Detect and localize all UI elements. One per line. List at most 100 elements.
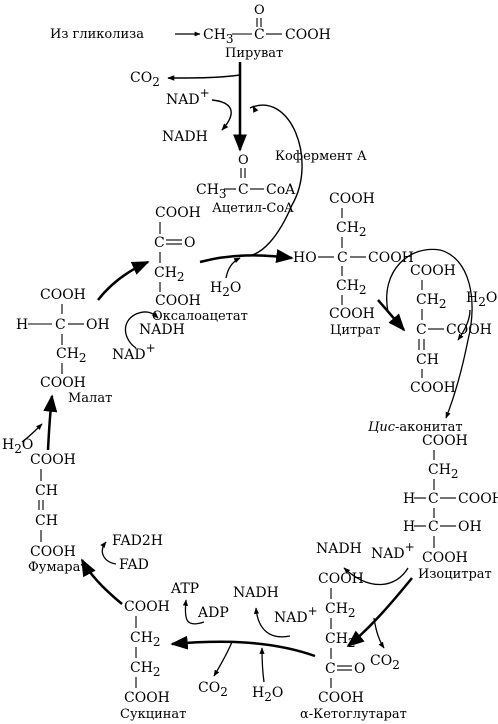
fumarate-to-malate-arrow — [43, 394, 58, 451]
isocit-cooh-top: COOH — [422, 433, 468, 449]
oaa-cooh-top: COOH — [155, 205, 201, 221]
malate-h: H — [16, 317, 28, 333]
pdh-nadh: NADH — [162, 129, 208, 145]
idh-co2: CO2 — [370, 653, 400, 672]
glycolysis-label: Из гликолиза — [50, 27, 144, 42]
fumarate-structure: H2O COOH CH CH COOH Фумарат — [2, 423, 88, 575]
akg-cooh-bottom: COOH — [318, 690, 364, 706]
malate-cooh-bottom: COOH — [40, 375, 86, 391]
cisacon-ch2: CH2 — [416, 292, 447, 311]
akg-to-succinate-arrow — [170, 635, 316, 658]
succinate-to-fumarate-arrow — [80, 558, 123, 605]
acetyl-carbon: C — [238, 182, 249, 198]
pyruvate-carbon: C — [254, 27, 265, 43]
fumarase-water-arrow — [21, 423, 43, 443]
akg-oxygen: O — [354, 661, 365, 677]
isocitrate-name: Изоцитрат — [418, 567, 492, 582]
akgdh-nadh: NADH — [233, 585, 279, 601]
isocit-h1: H — [403, 491, 415, 507]
mdh-nad-arrow — [124, 311, 159, 349]
fum-cooh-top: COOH — [30, 452, 76, 468]
cisacon-ch: CH — [416, 352, 439, 368]
pdh-nad: NAD+ — [166, 86, 210, 108]
pyruvate-cooh: COOH — [285, 27, 331, 43]
cisacon-carbon: C — [416, 322, 427, 338]
isocit-ch2: CH2 — [428, 462, 459, 481]
malate-oh: OH — [86, 317, 110, 333]
isocit-cooh-bottom: COOH — [422, 550, 468, 566]
idh-co2-arrow — [373, 617, 385, 649]
cs-water: H2O — [210, 280, 241, 299]
pyruvate-ch3: CH3 — [203, 27, 234, 46]
fumarase-water: H2O — [2, 437, 33, 456]
cisacon-cooh-bottom: COOH — [410, 380, 456, 396]
succ-ch2b: CH2 — [130, 660, 161, 679]
malate-cooh-top: COOH — [40, 287, 86, 303]
akgdh-nad: NAD+ — [274, 604, 318, 626]
alpha-ketoglutarate-name: α-Кетоглутарат — [300, 707, 407, 722]
mdh-step: NADH NAD+ — [97, 260, 185, 363]
isocit-c2: C — [428, 519, 439, 535]
oaa-carbon: C — [154, 235, 165, 251]
water-in-arrow — [457, 309, 471, 341]
citrate-ho: HO — [293, 250, 317, 266]
idh-nadh: NADH — [316, 541, 362, 557]
sdh-fad2h: FAD2H — [112, 533, 163, 549]
acetyl-coa-group: CoA — [266, 182, 296, 198]
akgdh-water: H2O — [252, 685, 283, 704]
akgdh-nad-arrow — [253, 607, 291, 638]
pyruvate-name: Пируват — [225, 46, 283, 61]
citrate-carbon: C — [337, 250, 348, 266]
fum-cooh-bottom: COOH — [30, 544, 76, 560]
pyruvate-oxygen: O — [254, 3, 265, 18]
coenzyme-a-loop — [247, 104, 303, 257]
acetyl-coa-structure: O CH3 C CoA Ацетил-CoA — [196, 153, 296, 216]
succ-cooh-top: COOH — [124, 599, 170, 615]
malate-ch2: CH2 — [56, 346, 87, 365]
fum-ch-a: CH — [35, 483, 58, 499]
mdh-nad: NAD+ — [112, 341, 156, 363]
pyruvate-structure: O CH3 C COOH Пируват — [203, 3, 331, 61]
mdh-nadh: NADH — [139, 322, 185, 338]
malate-name: Малат — [68, 391, 112, 406]
acetyl-ch3: CH3 — [196, 182, 227, 201]
oxaloacetate-name: Оксалоацетат — [152, 309, 248, 324]
akg-cooh-top: COOH — [318, 571, 364, 587]
co2-release-arrow — [167, 74, 241, 81]
acetyl-oxygen: O — [238, 153, 249, 168]
citrate-synthase-step: H2O — [199, 249, 294, 299]
glycolysis-input: Из гликолиза — [50, 27, 201, 42]
akg-ch2a: CH2 — [325, 601, 356, 620]
succ-cooh-bottom: COOH — [124, 690, 170, 706]
pdh-step: CO2 NAD+ NADH Кофермент А — [130, 62, 367, 257]
isocitrate-structure: COOH CH2 H C COOH H C OH COOH Изоцитрат — [403, 433, 498, 582]
cis-aconitate-structure: COOH CH2 C COOH CH COOH Цис-аконитат — [368, 263, 492, 435]
idh-nad-arrow — [343, 567, 409, 586]
akgdh-adp: ADP — [197, 605, 229, 621]
akgdh-atp: ATP — [170, 581, 199, 597]
malate-to-oaa-arrow — [97, 260, 150, 301]
idh-step: NADH NAD+ CO2 — [316, 540, 415, 672]
citrate-ch2-top: CH2 — [336, 220, 367, 239]
sdh-fad: FAD — [119, 557, 149, 573]
citrate-ch2-bottom: CH2 — [336, 278, 367, 297]
succ-ch2a: CH2 — [130, 630, 161, 649]
oaa-oxygen: O — [184, 235, 195, 251]
idh-nad: NAD+ — [371, 540, 415, 562]
succinate-structure: COOH CH2 CH2 COOH Сукцинат — [120, 599, 186, 722]
isocitrate-to-akg-arrow — [346, 577, 413, 648]
coenzyme-a-label: Кофермент А — [275, 149, 367, 164]
citrate-cooh-top: COOH — [329, 191, 375, 207]
citrate-cooh-bottom: COOH — [329, 306, 375, 322]
sdh-step: FAD2H FAD — [80, 533, 163, 605]
cis-aconitate-name: Цис-аконитат — [368, 420, 463, 435]
fum-ch-b: CH — [35, 513, 58, 529]
akgdh-co2: CO2 — [198, 680, 228, 699]
water-cycle-loop — [386, 248, 473, 419]
malate-carbon: C — [55, 317, 66, 333]
nad-to-nadh-arrow — [211, 99, 232, 131]
akgdh-co2-arrow — [213, 641, 233, 677]
akg-carbon: C — [325, 661, 336, 677]
aconitase-water: H2O — [466, 290, 497, 309]
